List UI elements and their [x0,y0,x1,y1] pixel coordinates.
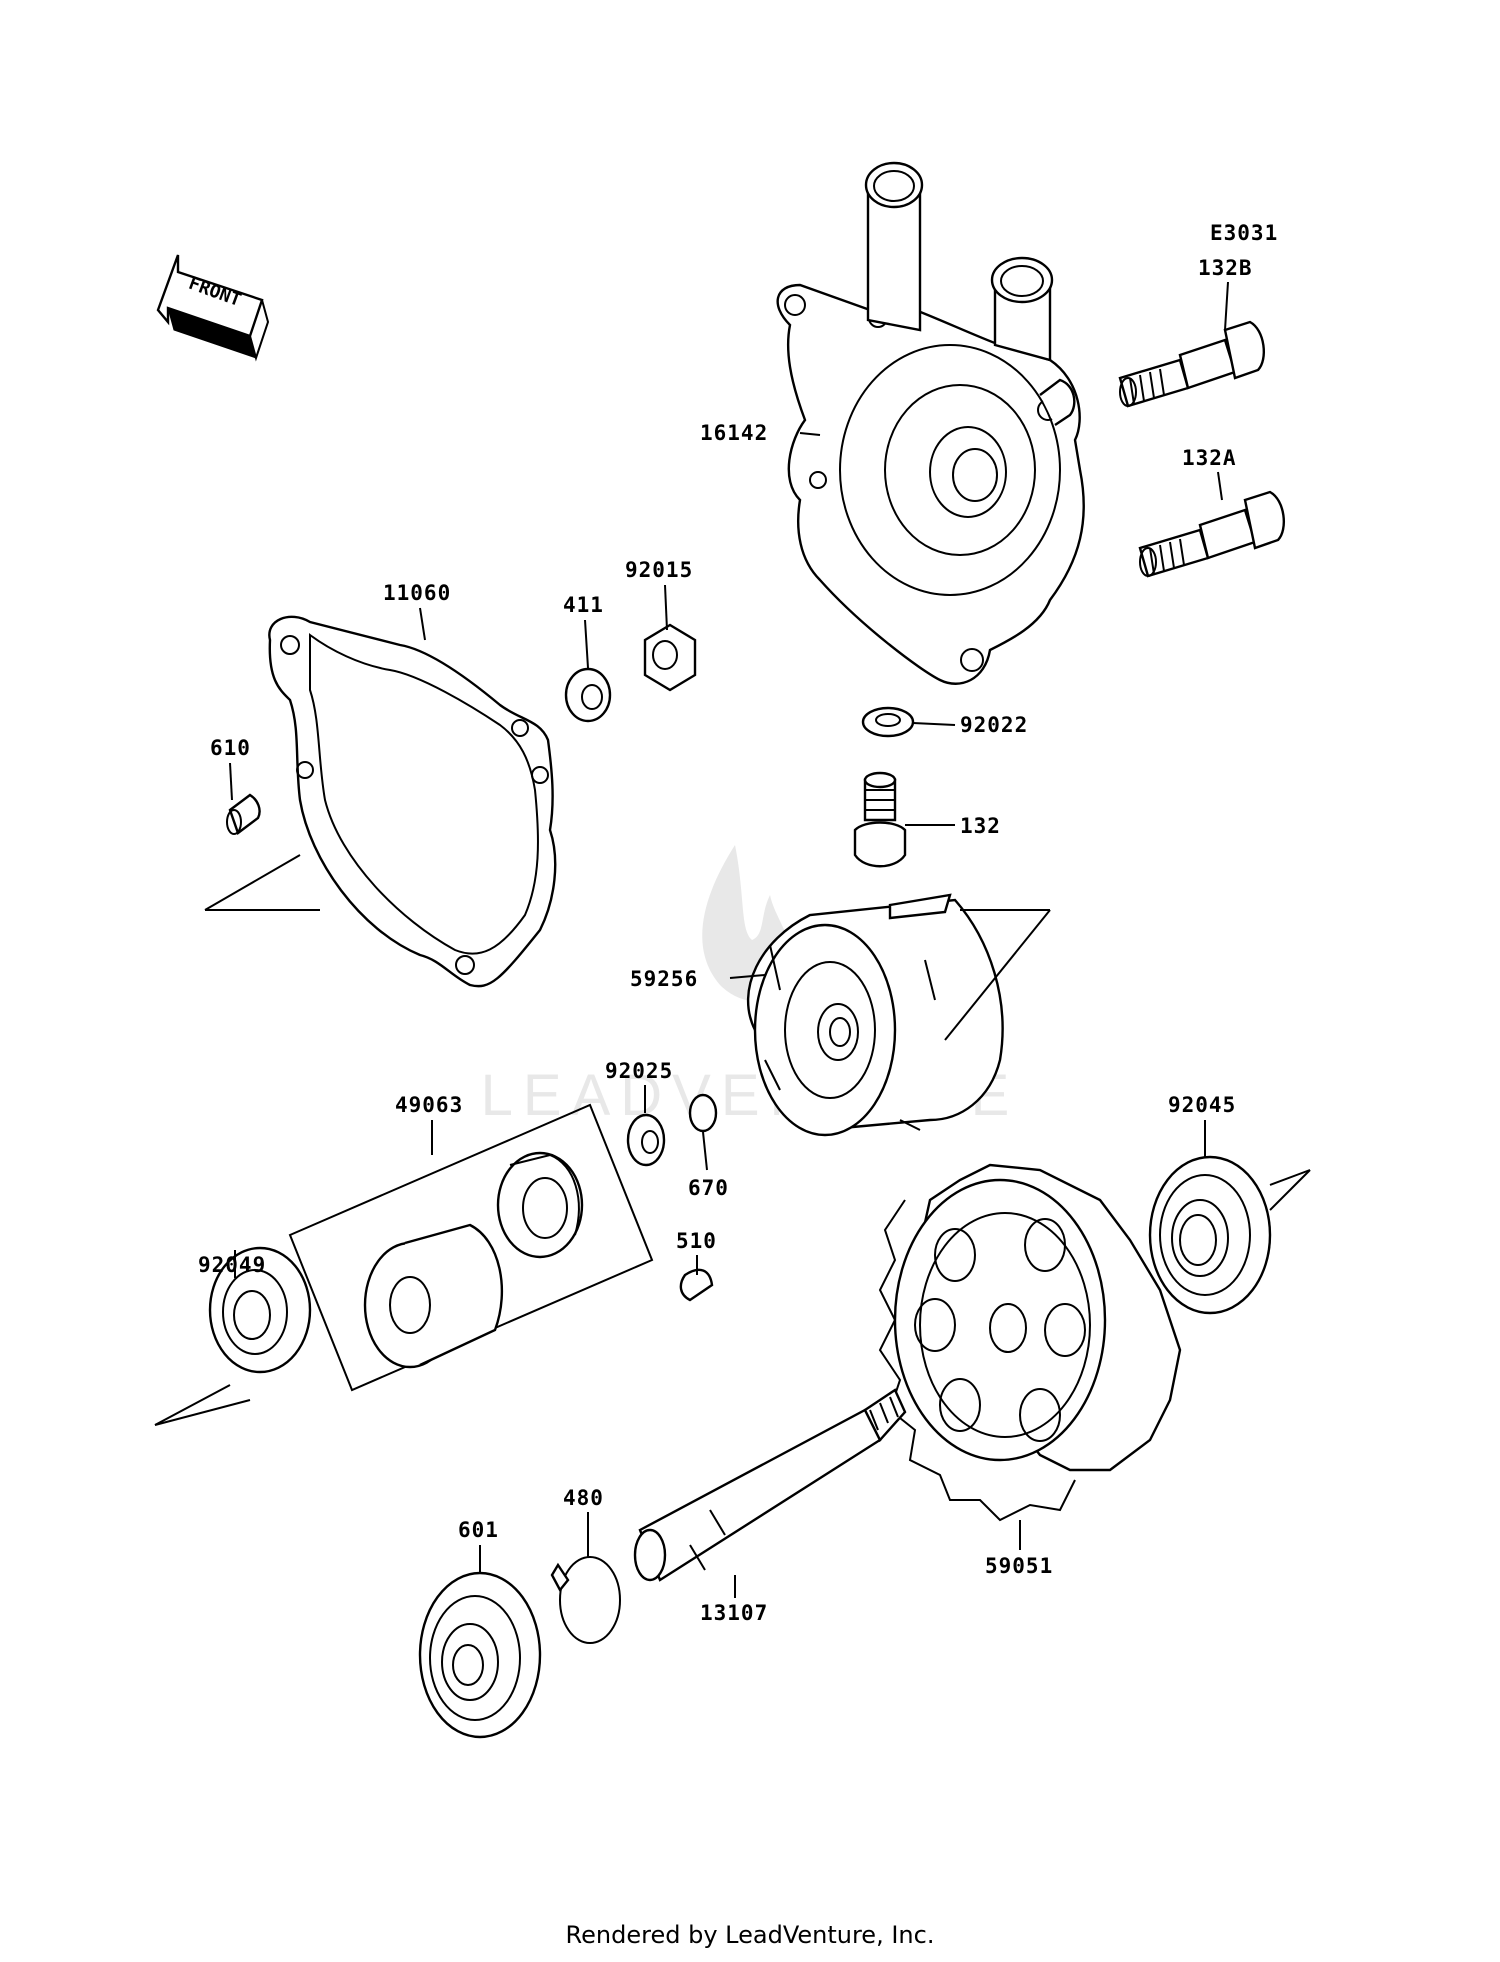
leader-lines [154,281,1311,1598]
bearing-92049-part [208,1246,312,1374]
callout-11060: 11060 [383,581,451,605]
callout-411: 411 [563,593,604,617]
callout-13107: 13107 [700,1601,768,1625]
callout-92045: 92045 [1168,1093,1236,1117]
bearing-601-part [418,1571,542,1739]
callout-16142: 16142 [700,421,768,445]
impeller-part [746,893,1004,1137]
callout-49063: 49063 [395,1093,463,1117]
front-arrow-icon: FRONT [156,254,270,362]
callout-132a: 132A [1182,446,1237,470]
gasket-part [268,615,557,988]
callout-132: 132 [960,814,1001,838]
callout-59051: 59051 [985,1554,1053,1578]
o-ring-670-part [688,1093,718,1133]
footer-credit: Rendered by LeadVenture, Inc. [566,1921,935,1949]
callout-601: 601 [458,1518,499,1542]
callout-92049: 92049 [198,1253,266,1277]
shaft-13107-part [633,1388,907,1582]
callout-92025: 92025 [605,1059,673,1083]
bolt-132-part [853,771,907,868]
diagram-code: E3031 [1210,221,1278,245]
bolt-132b-part [1118,320,1266,408]
pin-610-part [226,793,261,835]
pump-cover-part [776,161,1085,685]
gear-59051-part [878,1163,1182,1522]
washer-92022-part [861,706,915,738]
bearing-92045-part [1148,1155,1272,1315]
washer-411-part [564,667,612,723]
callout-510: 510 [676,1229,717,1253]
callout-610: 610 [210,736,251,760]
callout-480: 480 [563,1486,604,1510]
callout-92015: 92015 [625,558,693,582]
callout-670: 670 [688,1176,729,1200]
circlip-480-part [550,1556,621,1644]
nut-92015-part [643,623,697,692]
callout-132b: 132B [1198,256,1253,280]
callout-92022: 92022 [960,713,1028,737]
seal-assembly-part [288,1103,654,1392]
washer-92025-part [626,1113,666,1167]
bolt-132a-part [1138,490,1286,578]
callout-59256: 59256 [630,967,698,991]
